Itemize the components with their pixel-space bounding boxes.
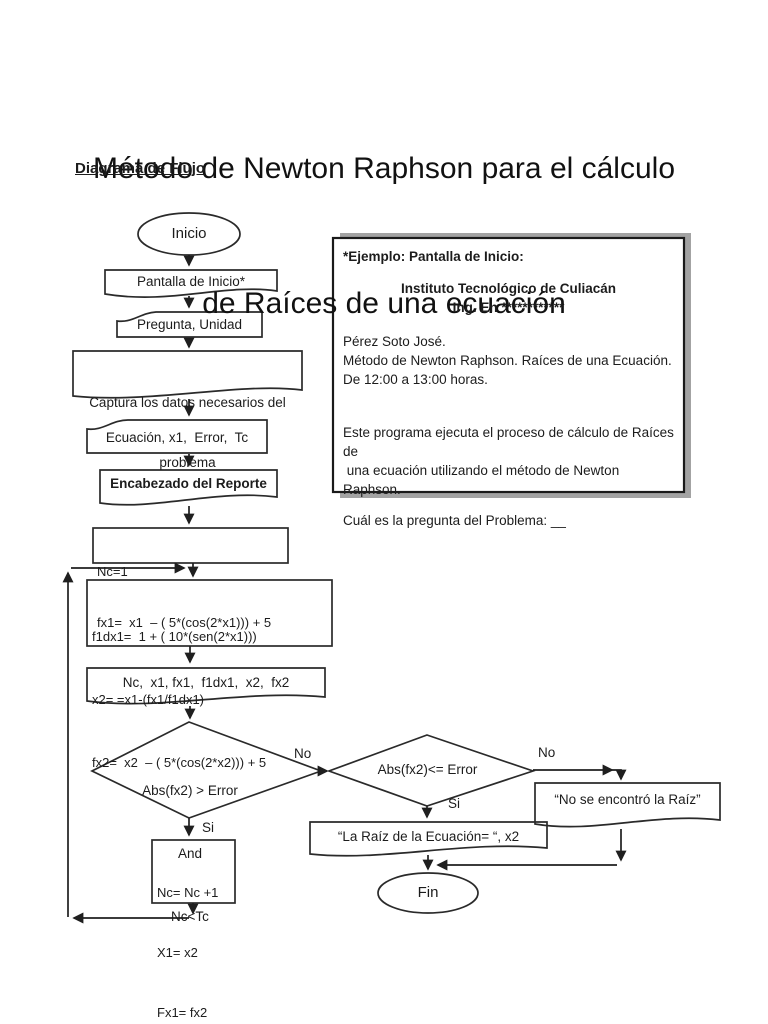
example-box-border [331, 236, 686, 494]
node-init: Nc=1 fx1= x1 – ( 5*(cos(2*x1))) + 5 [97, 529, 285, 665]
node-update-line1: Nc= Nc +1 [157, 885, 219, 900]
example-schedule: De 12:00 a 13:00 horas. [343, 372, 488, 387]
node-calc-line3: fx2= x2 – ( 5*(cos(2*x2))) + 5 [92, 755, 267, 770]
node-inicio: Inicio [171, 225, 207, 242]
node-ecuacion: Ecuación, x1, Error, Tc [105, 430, 249, 445]
fin-terminator-shape [377, 872, 479, 914]
print-document-shape [86, 667, 326, 705]
label-si-left: Si [202, 820, 215, 835]
node-pregunta: Pregunta, Unidad [136, 317, 243, 332]
node-update-line2: X1= x2 [157, 945, 198, 960]
example-description-line2: una ecuación utilizando el método de New… [343, 463, 623, 497]
example-career: Ing. En ************ [452, 300, 565, 315]
label-no-left: No [294, 746, 312, 761]
label-si-right: Si [448, 796, 461, 811]
page-title-line1: Método de Newton Raphson para el cálculo [92, 152, 676, 185]
node-no-raiz: “No se encontró la Raíz” [554, 792, 701, 807]
encabezado-document-shape [99, 469, 278, 506]
calc-process-shape [86, 579, 333, 647]
page-title: Método de Newton Raphson para el cálculo… [0, 56, 768, 416]
node-decision1-line2: And [177, 846, 203, 861]
example-box: *Ejemplo: Pantalla de Inicio: Instituto … [333, 238, 684, 528]
label-no-right: No [538, 745, 556, 760]
connector-decision2-no-2 [612, 769, 627, 781]
example-description-line1: Este programa ejecuta el proceso de cálc… [343, 425, 678, 459]
raiz-document-shape [309, 821, 548, 857]
example-heading: *Ejemplo: Pantalla de Inicio: [343, 249, 524, 264]
example-question: Cuál es la pregunta del Problema: __ [343, 513, 566, 528]
init-process-shape [92, 527, 289, 564]
page-title-line2: de Raíces de una ecuación [202, 287, 566, 320]
node-pantalla: Pantalla de Inicio* [136, 274, 246, 289]
node-encabezado: Encabezado del Reporte [110, 476, 267, 491]
example-institute: Instituto Tecnológico de Culiacán [400, 281, 616, 296]
node-fin: Fin [417, 884, 439, 901]
ecuacion-shape [86, 419, 268, 454]
node-init-line2: fx1= x1 – ( 5*(cos(2*x1))) + 5 [97, 615, 272, 630]
node-decision1: Abs(fx2) > Error And Nc<Tc [110, 738, 270, 924]
node-captura-line1: Captura los datos necesarios del [89, 395, 286, 410]
node-decision1-line3: Nc<Tc [171, 909, 209, 924]
example-method: Método de Newton Raphson. Raíces de una … [343, 353, 672, 368]
node-calc: f1dx1= 1 + ( 10*(sen(2*x1))) x2= =x1-(fx… [92, 584, 330, 815]
node-captura-line2: problema [159, 455, 216, 470]
pantalla-document-shape [104, 269, 278, 298]
node-decision2: Abs(fx2)<= Error [377, 762, 478, 777]
node-update-line3: Fx1= fx2 [157, 1005, 208, 1020]
node-init-line1: Nc=1 [97, 564, 128, 579]
node-captura: Captura los datos necesarios del problem… [73, 353, 302, 470]
pregunta-shape [116, 311, 263, 338]
node-print-vars: Nc, x1, fx1, f1dx1, x2, fx2 [122, 675, 290, 690]
noraiz-document-shape [534, 782, 721, 828]
section-heading: Diagrama de Flujo [75, 160, 206, 177]
node-calc-line2: x2= =x1-(fx1/f1dx1) [92, 692, 204, 707]
example-author: Pérez Soto José. [343, 334, 446, 349]
node-calc-line1: f1dx1= 1 + ( 10*(sen(2*x1))) [92, 629, 257, 644]
node-decision1-line1: Abs(fx2) > Error [142, 783, 238, 798]
node-update: Nc= Nc +1 X1= x2 Fx1= fx2 [157, 843, 235, 1024]
node-raiz: “La Raíz de la Ecuación= “, x2 [337, 829, 520, 844]
captura-document-shape [72, 350, 303, 399]
